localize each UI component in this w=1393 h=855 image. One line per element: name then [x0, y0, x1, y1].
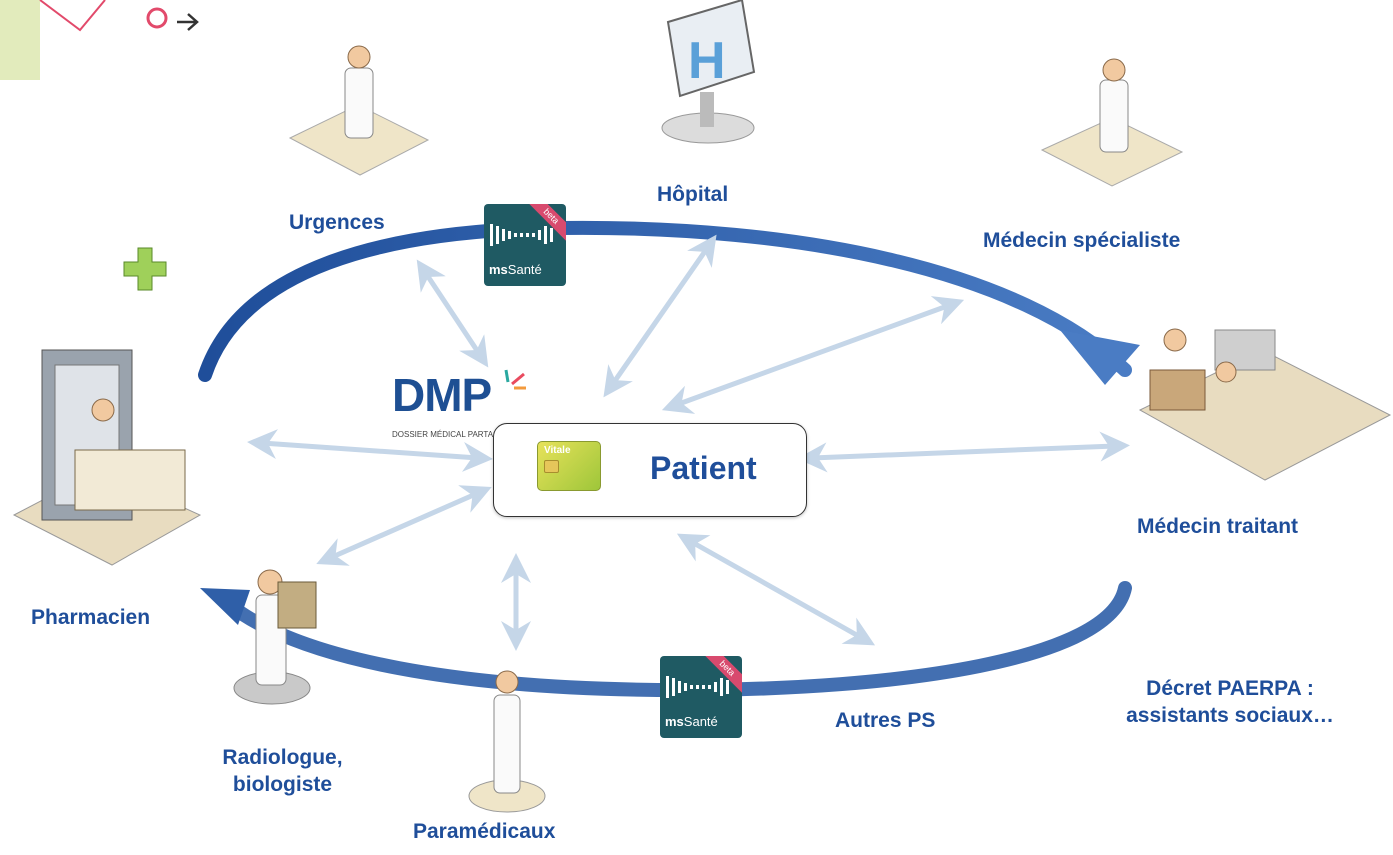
urgences-doctor-icon	[288, 45, 430, 176]
label-medecin-specialiste: Médecin spécialiste	[983, 229, 1181, 252]
specialist-doctor-icon	[1040, 58, 1184, 187]
arrow-right-icon	[177, 13, 199, 31]
radiologist-icon	[233, 569, 317, 705]
corner-decoration	[0, 0, 199, 80]
pharmacy-icon	[12, 247, 202, 566]
link-urgences	[416, 259, 489, 368]
link-hopital	[603, 234, 717, 398]
label-paramedicaux: Paramédicaux	[413, 820, 556, 843]
dmp-logo-subtitle: DOSSIER MÉDICAL PARTAGÉ	[392, 430, 505, 439]
vitale-card-icon: Vitale	[537, 441, 601, 491]
ms-prefix: ms	[665, 714, 684, 729]
signal-bars-icon	[490, 224, 553, 246]
card-chip-icon	[544, 460, 559, 473]
link-pharmacien	[247, 429, 493, 472]
label-radiologue: Radiologue, biologiste	[222, 746, 343, 797]
nurse-icon	[468, 670, 546, 813]
label-decret-paerpa: Décret PAERPA : assistants sociaux…	[1126, 677, 1334, 728]
link-autres-ps	[676, 533, 876, 646]
ms-suffix: Santé	[683, 714, 718, 729]
top-flow-arrowhead	[1060, 330, 1140, 385]
vitale-card-text: Vitale	[544, 445, 571, 456]
dmp-spark-icon	[504, 369, 526, 390]
mssante-logo-top: msSanté beta	[484, 204, 566, 286]
top-flow-arc	[198, 220, 1132, 382]
signal-bars-icon	[666, 676, 729, 698]
link-traitant	[797, 431, 1130, 473]
patient-label: Patient	[650, 450, 757, 486]
dmp-logo: DMP DOSSIER MÉDICAL PARTAGÉ	[392, 368, 532, 452]
svg-text:H: H	[688, 32, 726, 90]
label-urgences: Urgences	[289, 211, 385, 234]
bottom-flow-arrowhead	[200, 588, 250, 625]
link-specialiste	[661, 296, 965, 414]
label-autres-ps: Autres PS	[835, 709, 936, 732]
label-pharmacien: Pharmacien	[31, 606, 151, 629]
ms-suffix: Santé	[507, 262, 542, 277]
label-medecin-traitant: Médecin traitant	[1137, 515, 1299, 538]
gp-office-icon	[1138, 328, 1392, 481]
link-radiologue	[316, 485, 492, 566]
mssante-logo-bottom: msSanté beta	[660, 656, 742, 738]
ms-prefix: ms	[489, 262, 508, 277]
hospital-sign-icon: H	[661, 0, 756, 144]
dmp-logo-text: DMP	[392, 369, 492, 421]
label-hopital: Hôpital	[657, 183, 729, 206]
target-icon	[146, 7, 168, 29]
